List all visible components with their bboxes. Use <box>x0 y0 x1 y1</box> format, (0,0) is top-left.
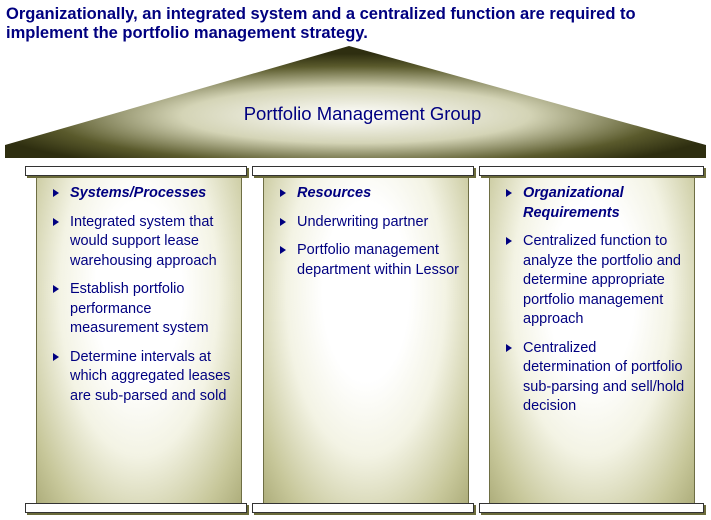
arrow-bullet-icon <box>506 237 512 245</box>
top-beam-left <box>25 166 247 176</box>
list-item: Centralized function to analyze the port… <box>504 232 688 330</box>
pillar-list: Systems/Processes Integrated system that… <box>51 184 235 415</box>
headline: Organizationally, an integrated system a… <box>6 5 636 42</box>
bottom-beam-right <box>479 503 704 513</box>
arrow-bullet-icon <box>53 217 59 226</box>
list-item: Centralized determination of portfolio s… <box>504 339 688 417</box>
roof-title: Portfolio Management Group <box>243 103 482 124</box>
pillar-list: Resources Underwriting partner Portfolio… <box>278 184 462 289</box>
list-item: Portfolio management department within L… <box>278 241 462 280</box>
pillar-heading: Resources <box>278 184 462 204</box>
arrow-bullet-icon <box>280 246 286 254</box>
bottom-beam-left <box>25 503 247 513</box>
arrow-bullet-icon <box>53 352 59 361</box>
arrow-bullet-icon <box>506 343 512 352</box>
arrow-bullet-icon <box>506 189 512 197</box>
pillar-resources: Resources Underwriting partner Portfolio… <box>263 178 469 503</box>
list-item: Determine intervals at which aggregated … <box>51 348 235 407</box>
arrow-bullet-icon <box>53 285 59 293</box>
top-beam-right <box>479 166 704 176</box>
arrow-bullet-icon <box>53 189 59 197</box>
arrow-bullet-icon <box>280 217 286 226</box>
roof <box>5 46 706 158</box>
pillar-systems-processes: Systems/Processes Integrated system that… <box>36 178 242 503</box>
list-item: Establish portfolio performance measurem… <box>51 280 235 339</box>
pillar-heading: Systems/Processes <box>51 184 235 204</box>
pillar-heading: Organizational Requirements <box>504 184 688 223</box>
arrow-bullet-icon <box>280 189 286 197</box>
list-item: Underwriting partner <box>278 213 462 233</box>
pillar-list: Organizational Requirements Centralized … <box>504 184 688 426</box>
pillar-organizational-requirements: Organizational Requirements Centralized … <box>489 178 695 503</box>
list-item: Integrated system that would support lea… <box>51 213 235 272</box>
top-beam-middle <box>252 166 474 176</box>
roof-shape <box>5 46 706 158</box>
bottom-beam-middle <box>252 503 474 513</box>
